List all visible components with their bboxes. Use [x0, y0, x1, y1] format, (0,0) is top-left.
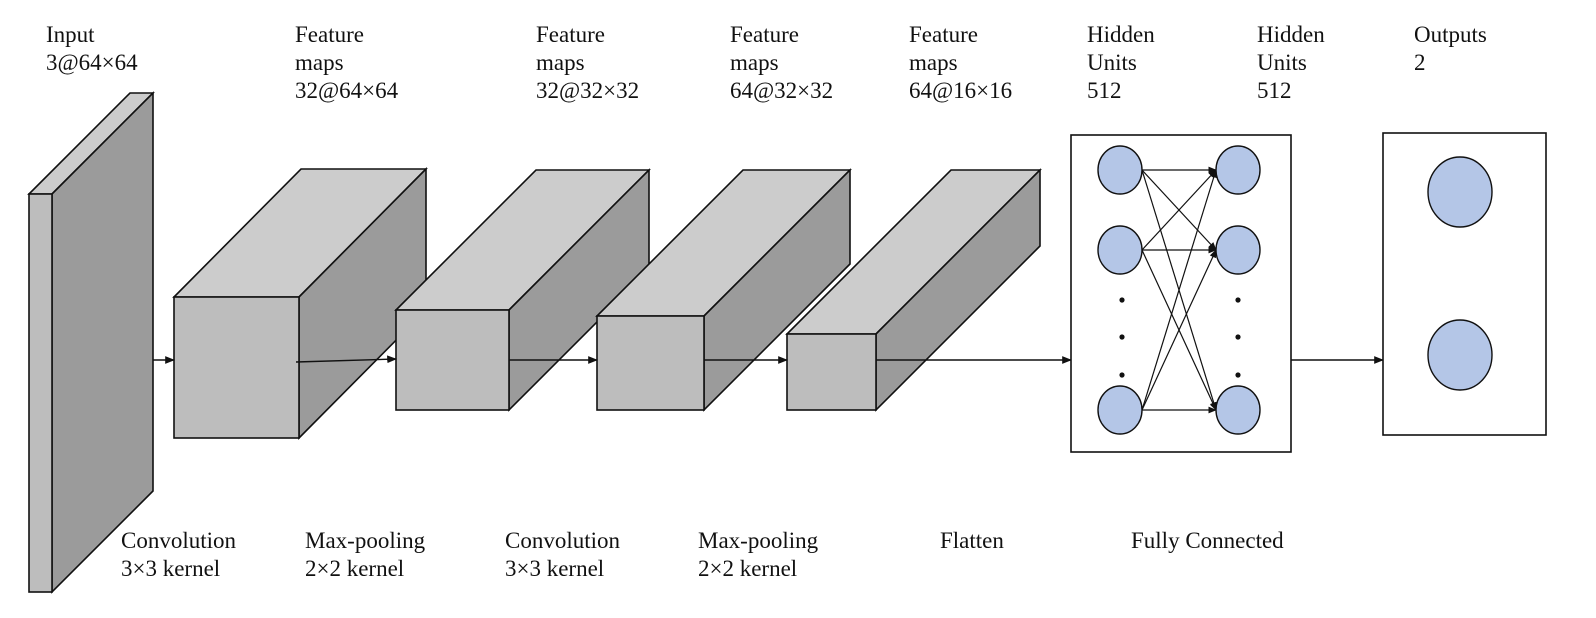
layer-label-pool1-maps: Feature maps 32@32×32: [536, 22, 640, 103]
flow-arrow-2: [295, 355, 397, 364]
op-label-convolution-1: Convolution 3×3 kernel: [121, 528, 237, 581]
pool1-feature-maps-front-face: [395, 309, 510, 411]
conv1-feature-maps-front-face: [173, 296, 300, 439]
op-label-fully-connected: Fully Connected: [1131, 528, 1284, 553]
fc-connection: [1141, 169, 1217, 411]
layer-label-hidden-1: Hidden Units 512: [1087, 22, 1155, 103]
fc-connection: [1141, 249, 1217, 411]
hidden1-neuron-3: [1097, 385, 1143, 435]
hidden1-neuron-1: [1097, 145, 1143, 195]
hidden2-ellipsis-dot-1: [1235, 297, 1241, 303]
conv1-feature-maps: [172, 167, 428, 440]
pool2-feature-maps: [785, 168, 1042, 412]
conv2-feature-maps: [595, 168, 852, 412]
hidden2-neuron-1: [1215, 145, 1261, 195]
input-volume: [27, 91, 155, 594]
hidden1-ellipsis-dot-3: [1119, 372, 1125, 378]
output-neuron-1: [1427, 156, 1493, 228]
output-neuron-2: [1427, 319, 1493, 391]
op-label-flatten: Flatten: [940, 528, 1004, 553]
hidden2-neuron-2: [1215, 225, 1261, 275]
op-label-max-pooling-2: Max-pooling 2×2 kernel: [698, 528, 819, 581]
hidden1-neuron-2: [1097, 225, 1143, 275]
fully-connected-network: [1070, 134, 1292, 453]
pool2-feature-maps-front-face: [786, 333, 877, 411]
hidden2-ellipsis-dot-2: [1235, 334, 1241, 340]
hidden2-neuron-3: [1215, 385, 1261, 435]
fc-connection: [1141, 169, 1217, 251]
layer-label-hidden-2: Hidden Units 512: [1257, 22, 1325, 103]
hidden1-ellipsis-dot-1: [1119, 297, 1125, 303]
op-label-convolution-2: Convolution 3×3 kernel: [505, 528, 621, 581]
flow-arrows: [153, 355, 1384, 364]
pool1-feature-maps: [394, 168, 651, 412]
conv2-feature-maps-front-face: [596, 315, 705, 411]
input-volume-front-face: [28, 193, 53, 593]
hidden2-ellipsis-dot-3: [1235, 372, 1241, 378]
layer-label-outputs: Outputs 2: [1414, 22, 1487, 75]
layer-label-conv2-maps: Feature maps 64@32×32: [730, 22, 834, 103]
hidden1-ellipsis-dot-2: [1119, 334, 1125, 340]
layer-label-conv1-maps: Feature maps 32@64×64: [295, 22, 399, 103]
output-layer: [1382, 132, 1547, 436]
layer-label-input: Input 3@64×64: [46, 22, 138, 75]
op-label-max-pooling-1: Max-pooling 2×2 kernel: [305, 528, 426, 581]
layer-label-pool2-maps: Feature maps 64@16×16: [909, 22, 1013, 103]
feature-map-blocks: [27, 91, 1042, 594]
